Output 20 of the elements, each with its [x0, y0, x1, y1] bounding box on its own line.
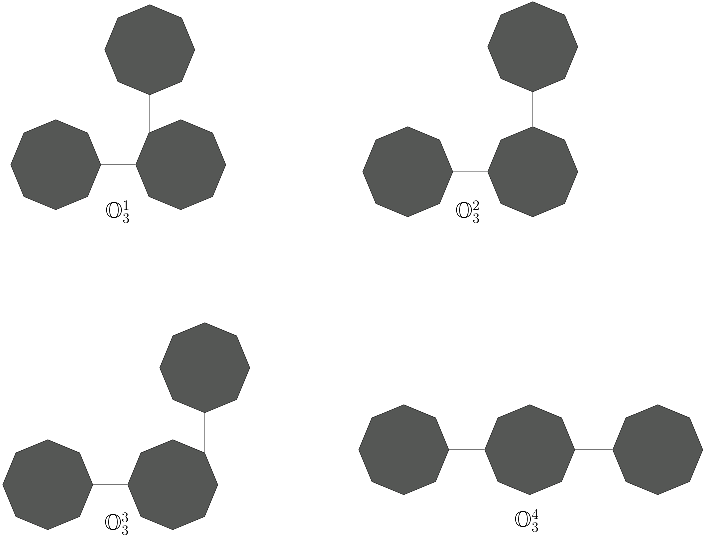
octagon — [488, 126, 578, 218]
octagon — [362, 126, 454, 218]
connector-line — [204, 413, 206, 454]
graph-label: $\mathbb{O}^{2}_{3}$ — [456, 200, 480, 224]
octagon — [136, 120, 226, 210]
octagon — [358, 404, 450, 496]
octagon — [488, 2, 578, 92]
graph-label: $\mathbb{O}^{3}_{3}$ — [105, 512, 128, 536]
connector-line — [93, 484, 128, 486]
connector-line — [532, 92, 534, 127]
octagon — [104, 4, 196, 96]
octagon — [484, 404, 576, 496]
octagon — [612, 404, 704, 496]
octagon — [128, 440, 218, 530]
graph-label: $\mathbb{O}^{4}_{3}$ — [515, 510, 538, 532]
octagon — [160, 322, 250, 414]
graph-label: $\mathbb{O}^{1}_{3}$ — [106, 200, 130, 224]
octagon — [10, 120, 102, 210]
connector-line — [101, 164, 136, 166]
octagon — [2, 440, 94, 530]
